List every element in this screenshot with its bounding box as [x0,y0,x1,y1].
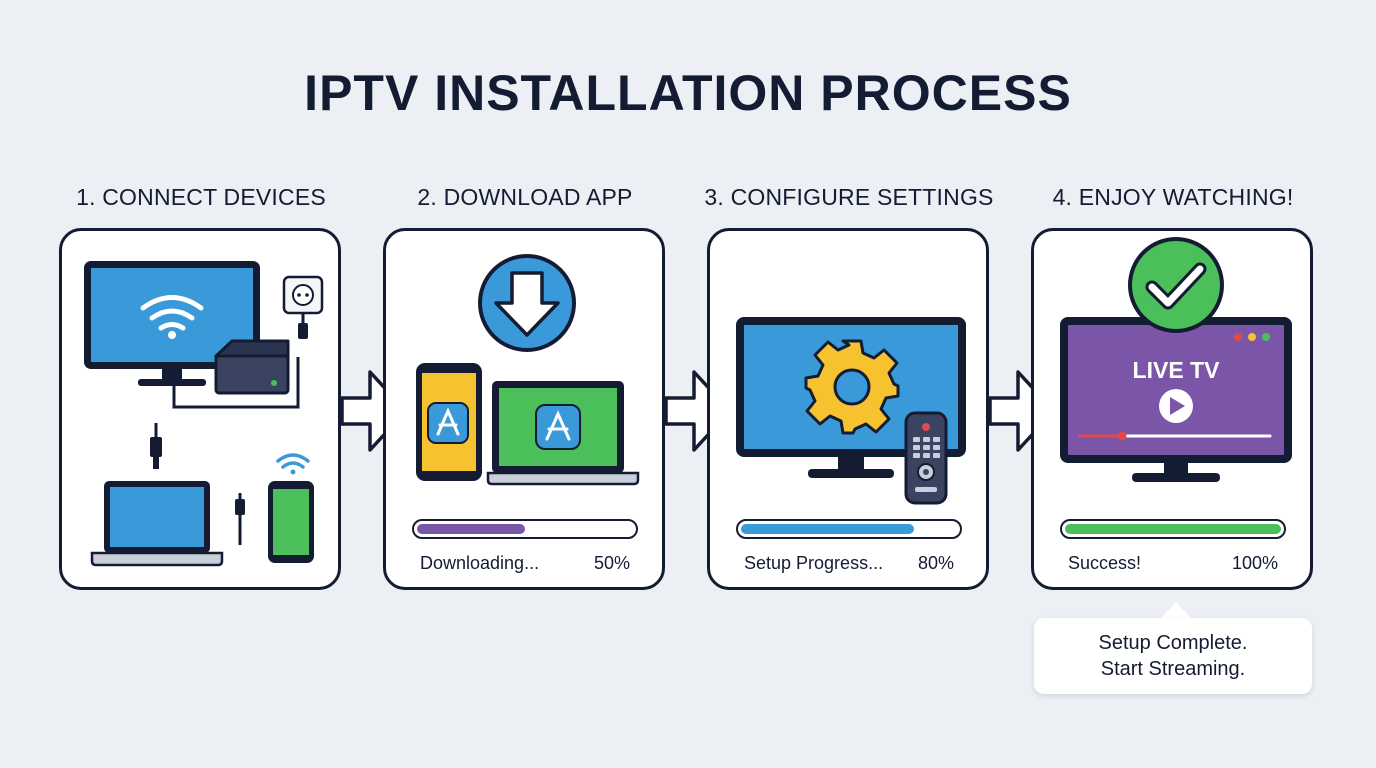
download-percent: 50% [593,553,630,573]
power-outlet-icon [282,275,324,339]
step-4-title: 4. ENJOY WATCHING! [1052,184,1294,210]
setup-status-label: Setup Progress... [744,553,884,573]
step-3-card: Setup Progress... 80% [707,228,989,590]
step-2-card: Downloading... 50% [383,228,665,590]
step-1-title: 1. CONNECT DEVICES [76,184,326,210]
download-status-label: Downloading... [420,553,540,573]
success-percent: 100% [1231,553,1278,573]
router-box-icon [214,339,290,395]
download-arrow-icon [478,254,576,352]
callout-pointer [1160,602,1192,619]
checkmark-badge-icon [1128,237,1224,333]
laptop-icon [90,481,224,567]
setup-complete-callout: Setup Complete. Start Streaming. [1034,618,1312,694]
setup-progress-bar [736,519,962,539]
setup-percent: 80% [917,553,954,573]
success-progress-bar [1060,519,1286,539]
success-status-label: Success! [1068,553,1142,573]
download-progress-bar [412,519,638,539]
success-progress-fill [1065,524,1281,534]
remote-control-icon [904,411,948,505]
step-2-title: 2. DOWNLOAD APP [417,184,633,210]
play-button-icon[interactable] [1159,389,1193,423]
laptop-app-store-icon [486,381,640,486]
smartphone-icon [268,453,314,563]
callout-line-2: Start Streaming. [1100,658,1246,680]
download-progress-fill [417,524,525,534]
setup-progress-fill [741,524,914,534]
callout-line-1: Setup Complete. [1098,632,1248,654]
step-3-title: 3. CONFIGURE SETTINGS [704,184,994,210]
step-4-card: LIVE TV Success! 100% [1031,228,1313,590]
step-1-card [59,228,341,590]
page-title: IPTV INSTALLATION PROCESS [304,65,1072,121]
phone-app-store-icon [416,363,482,481]
cable-plug-icon [150,423,245,545]
live-tv-label: LIVE TV [1133,357,1221,383]
